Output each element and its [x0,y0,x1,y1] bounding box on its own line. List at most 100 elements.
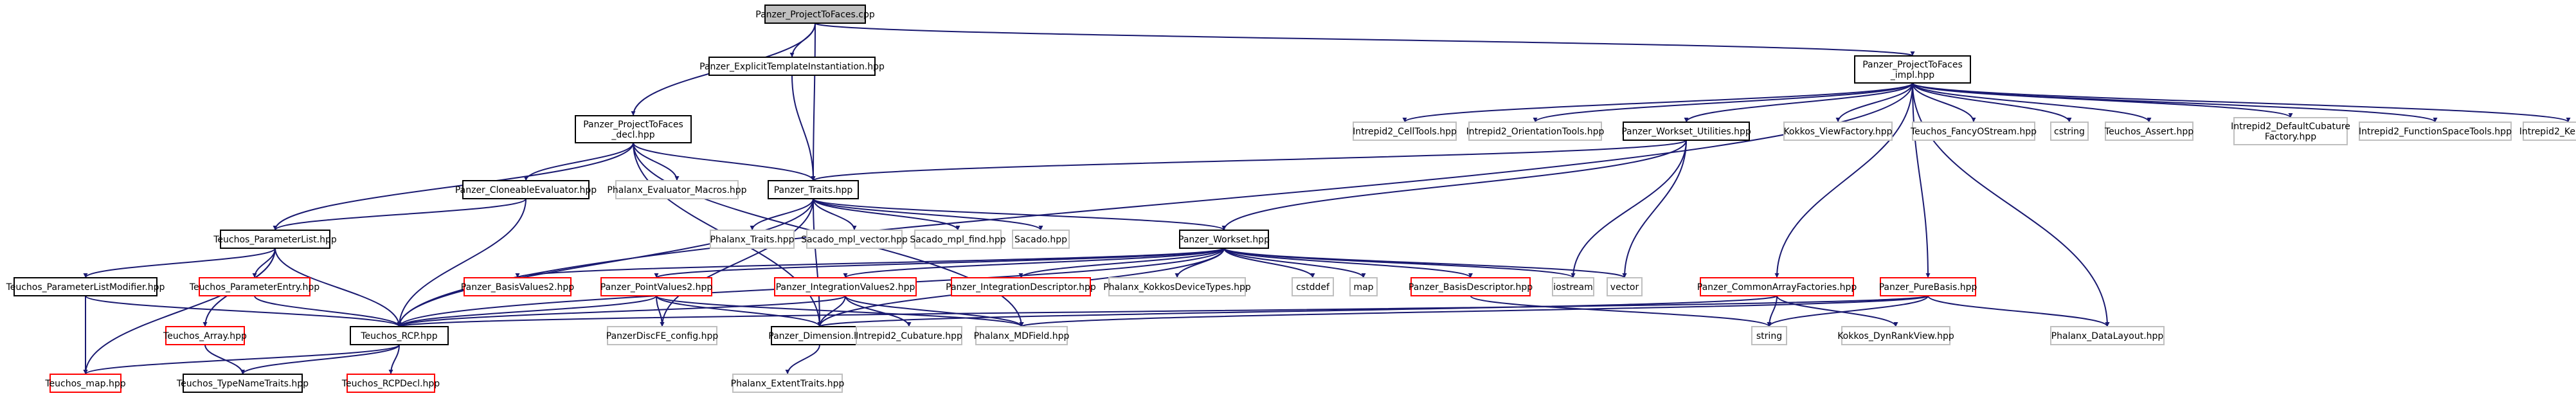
node-box-funcspace [2359,122,2512,141]
edge-impl-to-kernels [1912,82,2571,123]
node-label-vector: vector [1610,282,1639,293]
edge-paramlist-to-pentry [252,248,276,278]
node-box-kernels [2523,122,2576,141]
edge-paramlist-to-rcp [275,248,402,327]
node-iostream: iostream [1552,277,1594,296]
node-box-rcp [350,326,449,345]
node-viewfactory: Kokkos_ViewFactory.hpp [1783,122,1893,141]
node-label-fancy: Teuchos_FancyOStream.hpp [1910,127,2037,137]
edge-explicit-to-traits [791,75,816,181]
node-box-rcpdecl [347,374,435,393]
node-box-sacado [1012,230,1070,249]
node-traits[interactable]: Panzer_Traits.hpp [768,180,859,199]
node-box-cubature [856,326,962,345]
node-box-kokkostypes [1108,277,1246,296]
edge-pointv2-to-dimension [656,295,822,327]
edge-root-to-traits [811,23,816,181]
node-box-sacfind [914,230,1002,249]
node-box-paramlist [220,230,330,249]
node-dimension[interactable]: Panzer_Dimension.hpp [768,326,871,345]
node-box-pointv2 [600,277,712,296]
node-sacfind: Sacado_mpl_find.hpp [910,230,1006,249]
node-label-impl: _impl.hpp [1890,70,1935,80]
edge-rcp-to-typename [240,344,400,375]
edge-workset-to-stdmap [1223,248,1366,278]
node-pentry[interactable]: Teuchos_ParameterEntry.hpp [189,277,320,296]
node-root[interactable]: Panzer_ProjectToFaces.cpp [755,5,875,24]
node-label-cstddef: cstddef [1296,282,1330,293]
edge-traits-to-dimension [813,198,822,327]
node-label-decl: _decl.hpp [611,130,654,140]
node-decl[interactable]: Panzer_ProjectToFaces_decl.hpp [575,115,692,143]
node-box-iostream [1552,277,1594,296]
node-funcspace: Intrepid2_FunctionSpaceTools.hpp [2359,122,2512,141]
node-box-defcub [2233,117,2348,145]
node-rcpdecl[interactable]: Teuchos_RCPDecl.hpp [341,374,440,393]
node-label-intdesc: Panzer_IntegrationDescriptor.hpp [946,282,1096,293]
edge-workset-to-iostream [1223,248,1576,278]
node-wsutil[interactable]: Panzer_Workset_Utilities.hpp [1621,122,1751,141]
node-basisv2[interactable]: Panzer_BasisValues2.hpp [461,277,575,296]
edge-decl-to-cloneable [523,142,634,181]
node-impl[interactable]: Panzer_ProjectToFaces_impl.hpp [1854,55,1971,84]
edge-impl-to-fancy [1912,82,1976,123]
node-explicit[interactable]: Panzer_ExplicitTemplateInstantiation.hpp [699,57,885,76]
node-box-basisdesc [1410,277,1531,296]
node-paramlist[interactable]: Teuchos_ParameterList.hpp [213,230,337,249]
node-label-macros: Phalanx_Evaluator_Macros.hpp [607,185,746,195]
node-box-dimension [771,326,869,345]
node-box-string [1751,326,1787,345]
node-pointv2[interactable]: Panzer_PointValues2.hpp [600,277,713,296]
node-rcp[interactable]: Teuchos_RCP.hpp [350,326,449,345]
node-label-phtraits: Phalanx_Traits.hpp [710,235,794,245]
edge-purebasis-to-mdfield [1019,295,1929,327]
edge-root-to-impl [815,23,1914,57]
node-label-string: string [1756,331,1782,341]
node-box-pentry [199,277,311,296]
edge-wsutil-to-workset [1221,140,1687,231]
node-discfe: PanzerDiscFE_config.hpp [606,326,719,345]
edge-traits-to-phtraits [750,198,814,231]
node-basisdesc[interactable]: Panzer_BasisDescriptor.hpp [1409,277,1533,296]
node-label-discfe: PanzerDiscFE_config.hpp [606,331,719,341]
node-label-root: Panzer_ProjectToFaces.cpp [755,10,875,20]
node-kokkostypes: Phalanx_KokkosDeviceTypes.hpp [1103,277,1251,296]
node-box-plmod [14,277,158,296]
node-box-explicit [708,57,876,76]
node-intv2[interactable]: Panzer_IntegrationValues2.hpp [774,277,917,296]
edge-impl-to-purebasis [1912,82,1931,278]
edge-rcp-to-rcpdecl [388,344,400,375]
node-plmod[interactable]: Teuchos_ParameterListModifier.hpp [6,277,165,296]
node-label-purebasis: Panzer_PureBasis.hpp [1879,282,1977,293]
node-commonarr[interactable]: Panzer_CommonArrayFactories.hpp [1697,277,1857,296]
node-box-cloneable [462,180,590,199]
edge-workset-to-pointv2 [654,248,1225,278]
node-label-assert: Teuchos_Assert.hpp [2104,127,2193,137]
node-purebasis[interactable]: Panzer_PureBasis.hpp [1879,277,1977,296]
node-box-mdfield [975,326,1068,345]
node-cloneable[interactable]: Panzer_CloneableEvaluator.hpp [455,180,597,199]
node-box-wsutil [1623,122,1750,141]
node-label-pentry: Teuchos_ParameterEntry.hpp [189,282,320,293]
node-array[interactable]: Teuchos_Array.hpp [163,326,247,345]
edge-commonarr-to-dimension [817,295,1778,327]
node-typename[interactable]: Teuchos_TypeNameTraits.hpp [176,374,309,393]
edge-basisdesc-to-string [1470,295,1772,327]
node-label-stdmap: map [1353,282,1373,293]
node-sacado: Sacado.hpp [1012,230,1070,249]
node-label-extent: Phalanx_ExtentTraits.hpp [731,379,845,389]
node-phtraits: Phalanx_Traits.hpp [710,230,795,249]
node-intdesc[interactable]: Panzer_IntegrationDescriptor.hpp [946,277,1096,296]
node-map[interactable]: Teuchos_map.hpp [44,374,126,393]
node-label-datalayout: Phalanx_DataLayout.hpp [2051,331,2164,341]
node-label-kernels: Intrepid2_Kernels.hpp [2519,127,2576,137]
node-label-rcpdecl: Teuchos_RCPDecl.hpp [341,379,440,389]
edge-workset-to-intv2 [843,248,1225,278]
edge-intv2-to-cubature [845,295,912,327]
node-label-funcspace: Intrepid2_FunctionSpaceTools.hpp [2359,127,2512,137]
node-box-stdmap [1349,277,1378,296]
node-box-intdesc [951,277,1091,296]
node-workset[interactable]: Panzer_Workset.hpp [1178,230,1270,249]
node-label-kokkostypes: Phalanx_KokkosDeviceTypes.hpp [1103,282,1251,293]
edge-impl-to-cstring [1912,82,2072,123]
